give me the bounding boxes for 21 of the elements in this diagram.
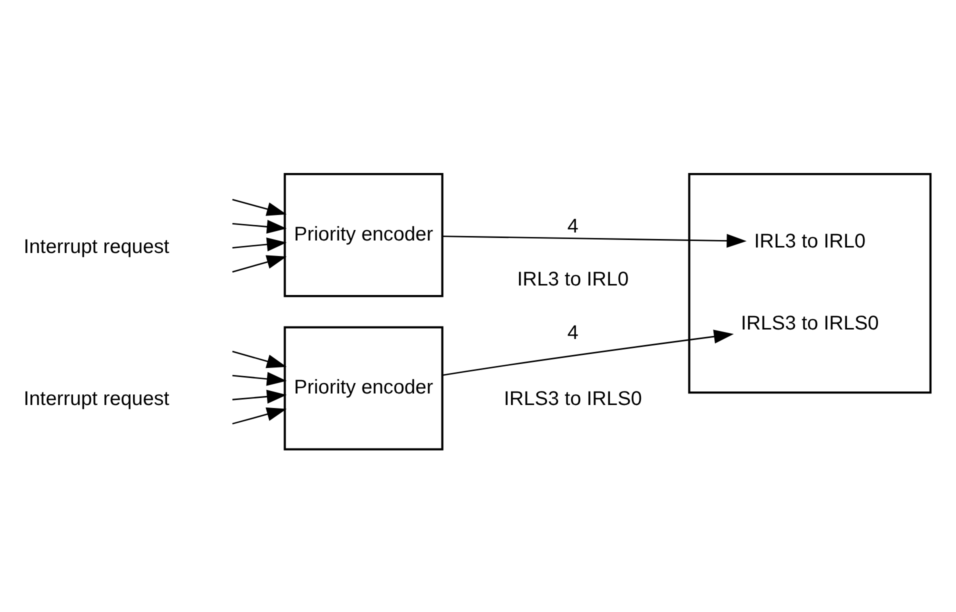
node-box: Priority encoder: [284, 326, 444, 450]
label: Interrupt request: [24, 388, 170, 410]
label: IRLS3 to IRLS0: [504, 388, 642, 410]
arrow: [232, 350, 287, 368]
arrow: [232, 237, 287, 252]
arrow: [232, 255, 287, 273]
node-text: IRLS3 to IRLS0: [740, 312, 879, 335]
arrow: [442, 234, 747, 248]
arrow: [232, 198, 287, 216]
edge-label: 4: [567, 322, 578, 344]
node-box: Priority encoder: [284, 172, 444, 298]
arrow: [232, 390, 287, 404]
arrow: [442, 330, 734, 376]
arrow: [232, 220, 287, 234]
label: IRL3 to IRL0: [517, 268, 629, 291]
arrow: [232, 372, 287, 386]
edge-label: 4: [567, 215, 578, 238]
node-text: IRL3 to IRL0: [754, 230, 866, 252]
label: Interrupt request: [24, 236, 170, 258]
arrow: [232, 407, 287, 424]
cluster: [688, 172, 932, 394]
